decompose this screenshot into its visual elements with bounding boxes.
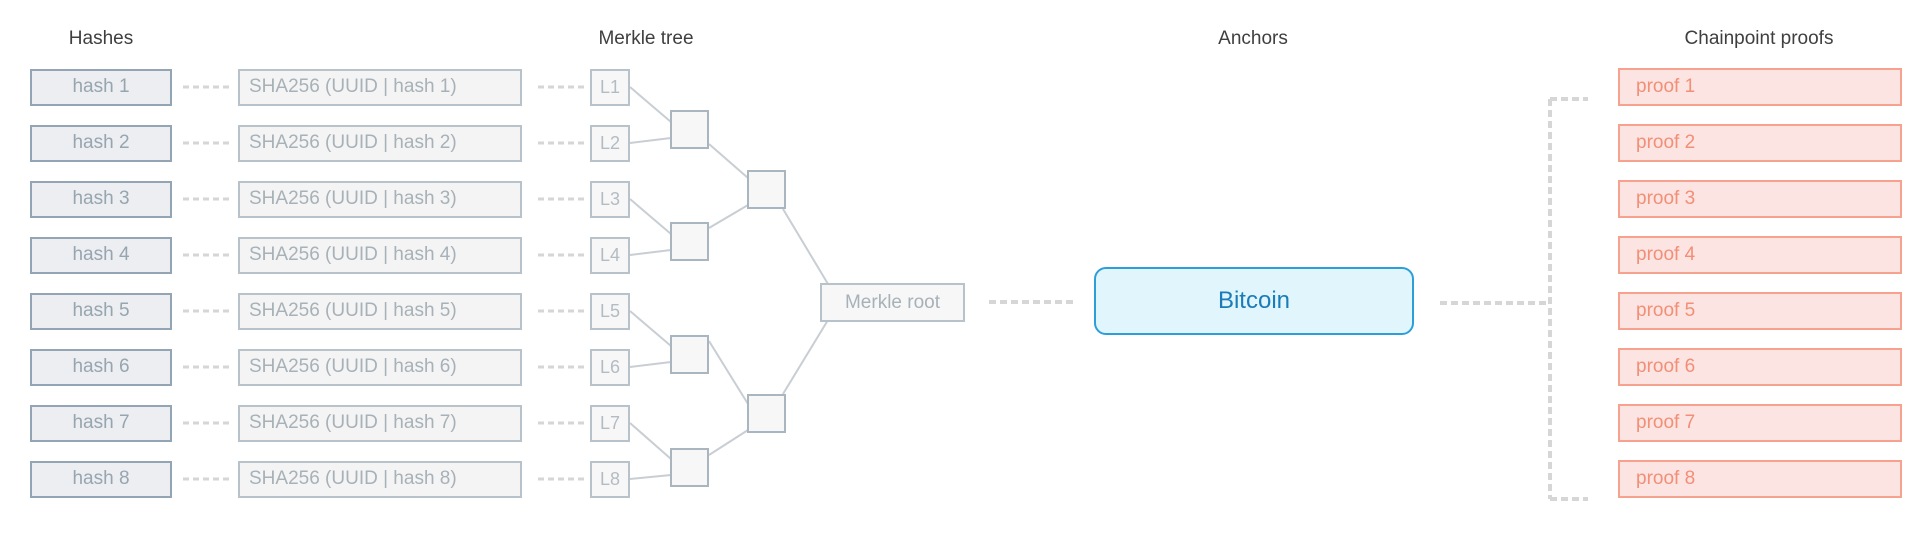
leaf-node: L1 xyxy=(590,68,630,106)
hash-box: hash 3 xyxy=(30,180,172,218)
leaf-to-node-edge xyxy=(629,137,672,144)
merkle-root-node: Merkle root xyxy=(820,283,965,322)
bitcoin-anchor: Bitcoin xyxy=(1094,267,1414,335)
leaf-node: L8 xyxy=(590,460,630,498)
hash-box: hash 7 xyxy=(30,404,172,442)
sha256-box: SHA256 (UUID | hash 8) xyxy=(238,460,522,498)
proof-box: proof 3 xyxy=(1618,180,1902,218)
sha256-box: SHA256 (UUID | hash 2) xyxy=(238,124,522,162)
node-to-node-edge xyxy=(708,340,749,405)
leaf-to-node-edge xyxy=(629,474,672,480)
tree-node-level2 xyxy=(747,394,786,433)
proof-box: proof 4 xyxy=(1618,236,1902,274)
hash-box: hash 4 xyxy=(30,236,172,274)
tree-node-level1 xyxy=(670,222,709,261)
proof-box: proof 7 xyxy=(1618,404,1902,442)
header-merkle-tree: Merkle tree xyxy=(598,28,694,49)
tree-node-level1 xyxy=(670,335,709,374)
leaf-node: L5 xyxy=(590,292,630,330)
hash-box: hash 6 xyxy=(30,348,172,386)
proof-box: proof 8 xyxy=(1618,460,1902,498)
sha256-box: SHA256 (UUID | hash 1) xyxy=(238,68,522,106)
leaf-node: L4 xyxy=(590,236,630,274)
sha256-box: SHA256 (UUID | hash 3) xyxy=(238,180,522,218)
header-hashes: Hashes xyxy=(68,28,134,49)
leaf-to-node-edge xyxy=(629,361,672,368)
sha256-box: SHA256 (UUID | hash 4) xyxy=(238,236,522,274)
node-to-root-edge xyxy=(782,208,829,285)
hash-box: hash 1 xyxy=(30,68,172,106)
leaf-to-node-edge xyxy=(629,86,672,123)
hash-box: hash 2 xyxy=(30,124,172,162)
proof-box: proof 1 xyxy=(1618,68,1902,106)
node-to-node-edge xyxy=(708,143,749,179)
leaf-to-node-edge xyxy=(629,310,672,347)
dashed-connectors xyxy=(183,85,1588,501)
leaf-node: L3 xyxy=(590,180,630,218)
header-chainpoint-proofs: Chainpoint proofs xyxy=(1684,28,1834,49)
proof-box: proof 6 xyxy=(1618,348,1902,386)
sha256-box: SHA256 (UUID | hash 5) xyxy=(238,292,522,330)
tree-node-level1 xyxy=(670,110,709,149)
leaf-to-node-edge xyxy=(629,422,672,460)
hash-box: hash 5 xyxy=(30,292,172,330)
leaf-node: L2 xyxy=(590,124,630,162)
node-to-root-edge xyxy=(782,319,829,395)
leaf-node: L7 xyxy=(590,404,630,442)
leaf-node: L6 xyxy=(590,348,630,386)
hash-box: hash 8 xyxy=(30,460,172,498)
proof-box: proof 5 xyxy=(1618,292,1902,330)
tree-node-level1 xyxy=(670,448,709,487)
proof-box: proof 2 xyxy=(1618,124,1902,162)
tree-node-level2 xyxy=(747,170,786,209)
leaf-to-node-edge xyxy=(629,249,672,256)
header-anchors: Anchors xyxy=(1218,28,1288,49)
sha256-box: SHA256 (UUID | hash 7) xyxy=(238,404,522,442)
node-to-node-edge xyxy=(708,429,749,456)
node-to-node-edge xyxy=(708,204,749,229)
leaf-to-node-edge xyxy=(629,198,672,235)
sha256-box: SHA256 (UUID | hash 6) xyxy=(238,348,522,386)
tree-edges xyxy=(629,86,829,480)
